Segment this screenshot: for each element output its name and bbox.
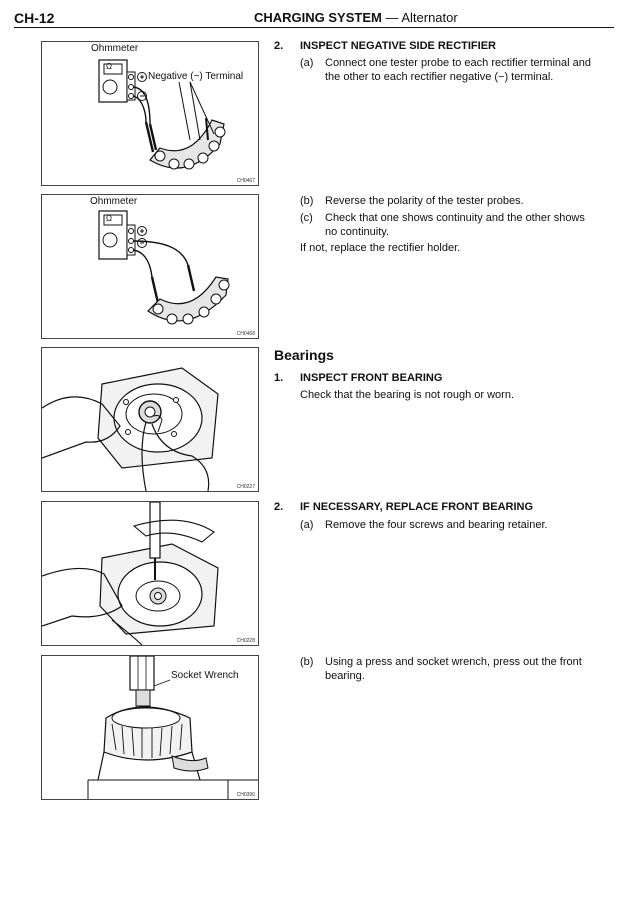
substep-a: (a) Connect one tester probe to each rect… xyxy=(300,56,600,84)
step-number: 2. xyxy=(274,501,284,513)
section-heading-bearings: Bearings xyxy=(274,347,334,363)
substep-c: (c) Check that one shows continuity and t… xyxy=(300,211,600,239)
replace-note: If not, replace the rectifier holder. xyxy=(300,242,461,254)
substep-b: (b) Reverse the polarity of the tester pr… xyxy=(300,194,600,208)
step-number: 1. xyxy=(274,372,284,384)
press-bearing-illustration xyxy=(87,656,258,799)
ohm-symbol: Ω xyxy=(106,214,112,223)
step-title: INSPECT NEGATIVE SIDE RECTIFIER xyxy=(300,40,496,52)
page-title-sub: — Alternator xyxy=(381,10,458,25)
figure-code: CH0468 xyxy=(236,331,255,337)
figure-code: CH0390 xyxy=(236,792,255,798)
step-heading-negative-rectifier: 2. INSPECT NEGATIVE SIDE RECTIFIER xyxy=(274,40,496,52)
remove-screws-illustration xyxy=(42,502,219,645)
header-rule xyxy=(14,27,614,28)
page-title-main: CHARGING SYSTEM xyxy=(254,10,382,25)
substep-mark: (b) xyxy=(300,656,314,668)
negative-terminal-label: Negative (−) Terminal xyxy=(148,71,244,82)
page-header: CH-12 CHARGING SYSTEM — Alternator xyxy=(14,8,614,30)
substep-mark: (b) xyxy=(300,195,314,207)
substep-a-bearing: (a) Remove the four screws and bearing re… xyxy=(300,518,600,532)
substep-text: Reverse the polarity of the tester probe… xyxy=(325,195,524,207)
ohm-symbol: Ω xyxy=(106,62,112,71)
step-number: 2. xyxy=(274,40,284,52)
substep-text: Check that one shows continuity and the … xyxy=(325,212,585,238)
ohmmeter-label: Ohmmeter xyxy=(91,43,139,54)
substep-mark: (a) xyxy=(300,57,314,69)
step-heading-inspect-bearing: 1. INSPECT FRONT BEARING xyxy=(274,372,442,384)
substep-mark: (c) xyxy=(300,212,313,224)
page-title: CHARGING SYSTEM — Alternator xyxy=(254,10,458,25)
figure-code: CH0227 xyxy=(236,484,255,490)
inspect-bearing-text: Check that the bearing is not rough or w… xyxy=(300,389,515,401)
ohmmeter-label: Ohmmeter xyxy=(90,196,138,207)
figure-code: CH0467 xyxy=(236,178,255,184)
figure-code: CH0228 xyxy=(236,638,255,644)
substep-mark: (a) xyxy=(300,519,314,531)
rectifier-test-illustration xyxy=(98,59,226,170)
step-title: IF NECESSARY, REPLACE FRONT BEARING xyxy=(300,501,534,513)
figure-press-bearing: Socket Wrench CH0390 xyxy=(41,655,259,800)
substep-b-bearing: (b) Using a press and socket wrench, pres… xyxy=(300,655,600,683)
substep-text: Using a press and socket wrench, press o… xyxy=(325,656,582,682)
step-title: INSPECT FRONT BEARING xyxy=(300,372,443,384)
page-number: CH-12 xyxy=(14,10,55,26)
figure-inspect-bearing: CH0227 xyxy=(41,347,259,492)
socket-wrench-label: Socket Wrench xyxy=(171,670,239,681)
reverse-polarity-illustration xyxy=(98,210,230,325)
substep-text: Remove the four screws and bearing retai… xyxy=(325,519,548,531)
figure-reverse-polarity: Ohmmeter Ω CH0468 xyxy=(41,194,259,339)
inspect-bearing-illustration xyxy=(42,367,219,491)
figure-negative-rectifier: Ohmmeter Negative (−) Terminal Ω CH0467 xyxy=(41,41,259,186)
step-heading-replace-bearing: 2. IF NECESSARY, REPLACE FRONT BEARING xyxy=(274,501,533,513)
substep-text: Connect one tester probe to each rectifi… xyxy=(325,57,591,83)
figure-remove-screws: CH0228 xyxy=(41,501,259,646)
